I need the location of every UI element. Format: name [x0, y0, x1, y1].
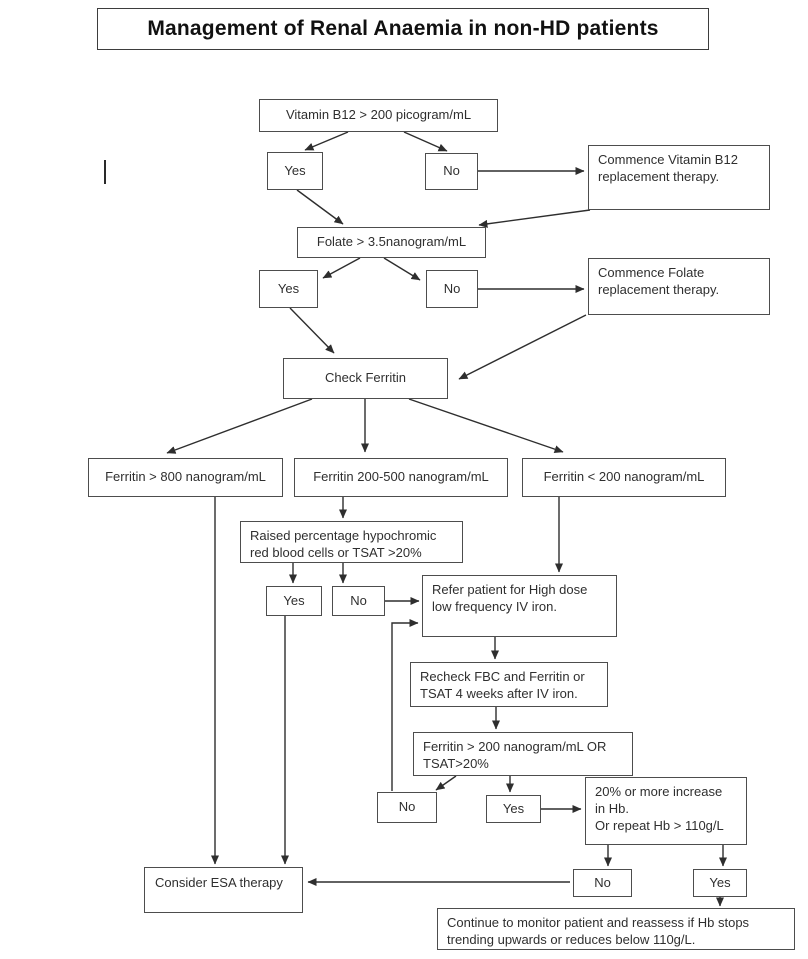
- node-folate-yes: Yes: [259, 270, 318, 308]
- arrow-check-to-ferritin-low: [408, 398, 564, 454]
- arrow-commence-folate-to-check-ferritin: [458, 314, 587, 380]
- node-hb-yes: Yes: [693, 869, 747, 897]
- page-title: Management of Renal Anaemia in non-HD pa…: [97, 8, 709, 50]
- node-recheck-no: No: [377, 792, 437, 823]
- node-ferritin-recheck-result: Ferritin > 200 nanogram/mL OR TSAT>20%: [413, 732, 633, 776]
- node-ferritin-below-200: Ferritin < 200 nanogram/mL: [522, 458, 726, 497]
- arrow-folateyes-to-check-ferritin: [289, 307, 335, 354]
- node-refer-iv-iron: Refer patient for High dose low frequenc…: [422, 575, 617, 637]
- node-hypochromic-yes: Yes: [266, 586, 322, 616]
- node-commence-folate-therapy: Commence Folate replacement therapy.: [588, 258, 770, 315]
- arrow-commence-b12-to-folate: [478, 209, 591, 228]
- esa-label: Consider ESA therapy: [155, 875, 283, 890]
- hb-increase-line3: Or repeat Hb > 110g/L: [595, 817, 724, 833]
- node-continue-monitoring: Continue to monitor patient and reassess…: [437, 908, 795, 950]
- node-recheck-yes: Yes: [486, 795, 541, 823]
- arrow-b12-to-yes: [304, 131, 349, 151]
- node-vitamin-b12-check: Vitamin B12 > 200 picogram/mL: [259, 99, 498, 132]
- arrow-ferritin-recheck-to-no: [435, 775, 457, 791]
- node-hypochromic-check: Raised percentage hypochromic red blood …: [240, 521, 463, 563]
- node-check-ferritin: Check Ferritin: [283, 358, 448, 399]
- arrow-folate-to-no: [383, 257, 421, 281]
- text-cursor-artifact: [104, 160, 106, 184]
- node-b12-no: No: [425, 153, 478, 190]
- node-commence-b12-therapy: Commence Vitamin B12 replacement therapy…: [588, 145, 770, 210]
- arrow-b12yes-to-folate: [296, 189, 344, 225]
- node-b12-yes: Yes: [267, 152, 323, 190]
- node-folate-check: Folate > 3.5nanogram/mL: [297, 227, 486, 258]
- node-hb-increase-check: 20% or more increase in Hb. Or repeat Hb…: [585, 777, 747, 845]
- arrow-check-to-ferritin-high: [166, 398, 313, 454]
- arrow-b12-to-no: [403, 131, 448, 152]
- node-hb-no: No: [573, 869, 632, 897]
- node-ferritin-above-800: Ferritin > 800 nanogram/mL: [88, 458, 283, 497]
- hb-increase-line1: 20% or more increase: [595, 784, 723, 799]
- node-folate-no: No: [426, 270, 478, 308]
- hb-increase-line2: in Hb.: [595, 800, 629, 816]
- node-consider-esa-therapy: Consider ESA therapy: [144, 867, 303, 913]
- node-hypochromic-no: No: [332, 586, 385, 616]
- node-recheck-fbc-ferritin: Recheck FBC and Ferritin or TSAT 4 weeks…: [410, 662, 608, 707]
- arrow-folate-to-yes: [322, 257, 361, 279]
- node-ferritin-200-500: Ferritin 200-500 nanogram/mL: [294, 458, 508, 497]
